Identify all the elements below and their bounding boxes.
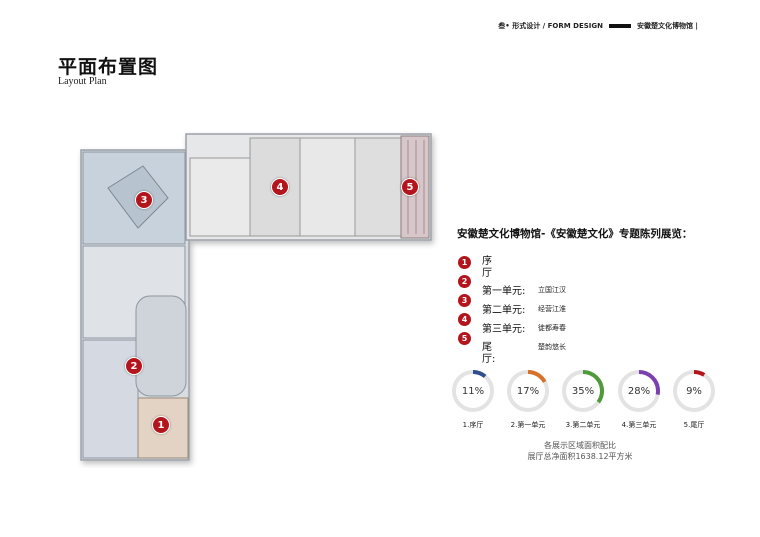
donut-svg [507,370,549,412]
donut-value-4: 28% [627,385,651,397]
legend-item-3: 3 [458,294,471,307]
donut-caption-1: 1.序厅 [462,421,484,429]
legend-label-2: 第一单元: [482,286,526,297]
donut-slice-3 [562,370,604,412]
legend-label-5a: 尾 [482,342,492,353]
legend-label-1b: 厅 [482,268,492,279]
page-title: 平面布置图 [58,56,159,78]
donut-caption-5: 5.尾厅 [683,421,705,429]
legend-sub-3: 经营江淮 [538,305,566,313]
donut-chart-2: 17% [505,368,551,414]
donut-caption-2: 2.第一单元 [510,421,546,429]
donut-chart-3: 35% [560,368,606,414]
donut-slice-4 [618,370,660,412]
legend-number: 4 [458,313,471,326]
donut-svg [452,370,494,412]
donut-slice-2 [507,370,549,412]
donut-value-1: 11% [461,385,485,397]
legend-label-5b: 厅: [482,354,496,365]
legend-sub-2: 立国江汉 [538,286,566,294]
zone-marker-5: 5 [401,178,419,196]
legend-label-1a: 序 [482,256,492,267]
donut-slice-5 [673,370,715,412]
legend-number: 3 [458,294,471,307]
legend-sub-5: 楚韵悠长 [538,343,566,351]
area-note-line2: 展厅总净面积1638.12平方米 [527,452,633,461]
zone-marker-3: 3 [135,191,153,209]
legend-item-4: 4 [458,313,471,326]
legend-label-4: 第三单元: [482,324,526,335]
header-section: 叁• 形式设计 / FORM DESIGN [498,22,603,30]
header-bar: 叁• 形式设计 / FORM DESIGN 安徽楚文化博物馆 | [498,21,698,31]
area-note: 各展示区域面积配比 展厅总净面积1638.12平方米 [480,440,680,462]
zone-marker-4: 4 [271,178,289,196]
header-museum: 安徽楚文化博物馆 | [637,22,698,30]
zone-marker-1: 1 [152,416,170,434]
donut-chart-4: 28% [616,368,662,414]
legend-item-2: 2 [458,275,471,288]
donut-chart-1: 11% [450,368,496,414]
floor-plan: 3 2 1 4 5 [68,128,448,468]
donut-value-2: 17% [516,385,540,397]
exhibit-title: 安徽楚文化博物馆-《安徽楚文化》专题陈列展览： [457,228,693,240]
donut-svg [562,370,604,412]
area-note-line1: 各展示区域面积配比 [544,441,616,450]
zone-marker-2: 2 [125,357,143,375]
header-separator [609,24,631,28]
donut-slice-1 [452,370,494,412]
donut-caption-4: 4.第三单元 [621,421,657,429]
legend-number: 5 [458,332,471,345]
legend-sub-4: 徙都寿春 [538,324,566,332]
donut-svg [673,370,715,412]
legend-label-3: 第二单元: [482,305,526,316]
donut-svg [618,370,660,412]
donut-chart-5: 9% [671,368,717,414]
floor-plan-drawing [80,133,432,461]
donut-value-5: 9% [686,385,702,397]
legend-item-1: 1 [458,256,471,269]
legend-item-5: 5 [458,332,471,345]
legend-number: 1 [458,256,471,269]
donut-value-3: 35% [571,385,595,397]
legend-number: 2 [458,275,471,288]
page-subtitle: Layout Plan [58,76,107,87]
donut-caption-3: 3.第二单元 [565,421,601,429]
